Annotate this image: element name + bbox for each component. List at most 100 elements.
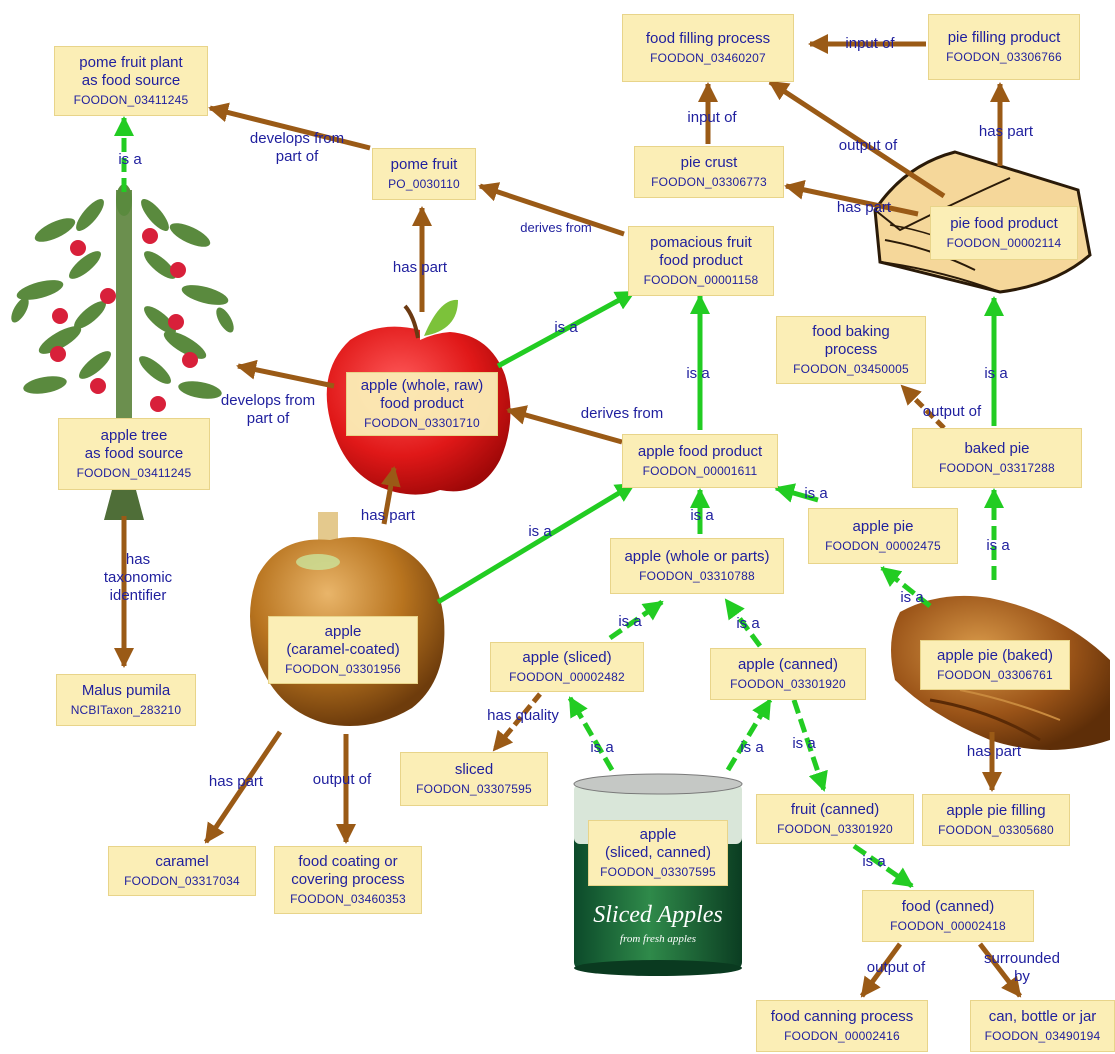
node-fruit-canned[interactable]: fruit (canned) FOODON_03301920	[756, 794, 914, 844]
node-label: pie filling product	[947, 29, 1061, 46]
node-pome-fruit[interactable]: pome fruit PO_0030110	[372, 148, 476, 200]
node-pie-filling-product[interactable]: pie filling product FOODON_03306766	[928, 14, 1080, 80]
edge-label-has-part: has part	[392, 259, 448, 276]
edge-label-is-a: is a	[686, 365, 710, 382]
edge-apple-sliced-isa-apple-parts	[608, 599, 664, 641]
edge-label-input-of: input of	[687, 109, 737, 126]
edge-label-is-a: is a	[792, 735, 816, 752]
node-apple-food-product[interactable]: apple food product FOODON_00001611	[622, 434, 778, 488]
node-id: FOODON_00002475	[825, 539, 941, 553]
edge-apple-pie-isa-apple-food	[774, 483, 819, 503]
node-apple-whole-parts[interactable]: apple (whole or parts) FOODON_03310788	[610, 538, 784, 594]
edge-label-is-a: is a	[590, 739, 614, 756]
edge-caramel-apple-isa-apple-food	[436, 481, 636, 605]
node-apple-pie[interactable]: apple pie FOODON_00002475	[808, 508, 958, 564]
node-apple-pie-baked[interactable]: apple pie (baked) FOODON_03306761	[920, 640, 1070, 690]
edges	[114, 34, 1022, 998]
edge-sliced-canned-isa-apple-sliced	[567, 696, 615, 772]
node-label: caramel	[155, 853, 209, 870]
node-can-bottle-jar[interactable]: can, bottle or jar FOODON_03490194	[970, 1000, 1115, 1052]
edge-caramel-apple-has-part-apple	[380, 466, 401, 525]
node-id: FOODON_03301920	[730, 677, 846, 691]
node-id: FOODON_00001158	[643, 273, 759, 287]
node-id: FOODON_00002482	[509, 670, 625, 684]
edge-label-has-part: has part	[836, 199, 892, 216]
edge-label-is-a: is a	[690, 507, 714, 524]
node-pomacious[interactable]: pomacious fruit food product FOODON_0000…	[628, 226, 774, 296]
node-id: FOODON_03306761	[937, 668, 1053, 682]
edge-label-output-of: output of	[838, 137, 898, 154]
node-id: FOODON_03301956	[285, 662, 401, 676]
edge-label-surrounded-by: surrounded by	[984, 950, 1060, 985]
node-food-filling-process[interactable]: food filling process FOODON_03460207	[622, 14, 794, 82]
edge-label-has-part: has part	[360, 507, 416, 524]
node-caramel[interactable]: caramel FOODON_03317034	[108, 846, 256, 896]
edge-pomacious-derives-pome-fruit	[478, 182, 625, 237]
node-sliced[interactable]: sliced FOODON_03307595	[400, 752, 548, 806]
node-id: FOODON_03306766	[946, 50, 1062, 64]
node-food-baking[interactable]: food baking process FOODON_03450005	[776, 316, 926, 384]
node-apple-sliced[interactable]: apple (sliced) FOODON_00002482	[490, 642, 644, 692]
node-label: pome fruit plant as food source	[79, 54, 183, 89]
node-id: FOODON_00002418	[890, 919, 1006, 933]
node-label: food (canned)	[901, 898, 995, 915]
node-apple-sliced-canned[interactable]: apple (sliced, canned) FOODON_03307595	[588, 820, 728, 886]
node-label: pome fruit	[390, 156, 458, 173]
node-label: apple food product	[637, 443, 763, 460]
node-label: baked pie	[964, 440, 1030, 457]
node-pome-fruit-plant[interactable]: pome fruit plant as food source FOODON_0…	[54, 46, 208, 116]
node-id: FOODON_03301920	[777, 822, 893, 836]
node-apple-canned[interactable]: apple (canned) FOODON_03301920	[710, 648, 866, 700]
node-id: FOODON_03317034	[124, 874, 240, 888]
node-food-canned[interactable]: food (canned) FOODON_00002418	[862, 890, 1034, 942]
edge-food-canned-surrounded-by	[978, 942, 1022, 998]
node-id: FOODON_03306773	[651, 175, 767, 189]
node-label: Malus pumila	[81, 682, 171, 699]
node-label: food filling process	[645, 30, 771, 47]
edge-food-canned-output-of	[859, 942, 903, 998]
edge-label-is-a: is a	[528, 523, 552, 540]
node-malus-pumila[interactable]: Malus pumila NCBITaxon_283210	[56, 674, 196, 726]
edge-label-is-a: is a	[618, 613, 642, 630]
edge-label-is-a: is a	[862, 853, 886, 870]
edge-label-input-of: input of	[845, 35, 895, 52]
edge-label-has-part: has part	[966, 743, 1022, 760]
node-label: food coating or covering process	[291, 853, 405, 888]
node-label: apple (whole, raw) food product	[360, 377, 484, 412]
edge-apple-raw-isa-pomacious	[496, 289, 636, 369]
edge-label-develops-from: develops from part of	[249, 130, 345, 165]
edge-label-develops-from: develops from part of	[220, 392, 316, 427]
node-pie-crust[interactable]: pie crust FOODON_03306773	[634, 146, 784, 198]
edge-label-is-a: is a	[554, 319, 578, 336]
node-label: fruit (canned)	[790, 801, 880, 818]
node-food-canning[interactable]: food canning process FOODON_00002416	[756, 1000, 928, 1052]
node-id: FOODON_00001611	[642, 464, 758, 478]
node-apple-pie-filling[interactable]: apple pie filling FOODON_03305680	[922, 794, 1070, 846]
edge-baked-pie-output-of	[900, 384, 946, 430]
node-apple-whole-raw[interactable]: apple (whole, raw) food product FOODON_0…	[346, 372, 498, 436]
edge-caramel-apple-has-part-caramel	[203, 730, 283, 844]
node-label: apple (sliced)	[522, 649, 612, 666]
node-food-coating[interactable]: food coating or covering process FOODON_…	[274, 846, 422, 914]
node-id: FOODON_03317288	[939, 461, 1055, 475]
node-id: FOODON_03490194	[984, 1029, 1101, 1043]
node-label: pie crust	[680, 154, 738, 171]
node-baked-pie[interactable]: baked pie FOODON_03317288	[912, 428, 1082, 488]
edge-label-output-of: output of	[866, 959, 926, 976]
node-pie-food-product[interactable]: pie food product FOODON_00002114	[930, 206, 1078, 260]
edge-apple-raw-develops-from	[236, 359, 335, 389]
node-apple-caramel[interactable]: apple (caramel-coated) FOODON_03301956	[268, 616, 418, 684]
node-apple-tree[interactable]: apple tree as food source FOODON_0341124…	[58, 418, 210, 490]
edge-apple-canned-isa-apple-parts	[723, 598, 763, 648]
edge-sliced-canned-isa-apple-canned	[725, 698, 773, 772]
edge-label-derives-from: derives from	[520, 220, 592, 235]
edge-apple-food-derives-apple-raw	[506, 405, 623, 445]
node-label: apple (sliced, canned)	[605, 826, 711, 861]
node-label: apple pie	[852, 518, 914, 535]
node-label: pomacious fruit food product	[650, 234, 752, 269]
node-label: can, bottle or jar	[988, 1008, 1097, 1025]
edge-label-taxonomic-id: has taxonomic identifier	[103, 551, 173, 604]
node-label: apple tree as food source	[84, 427, 184, 462]
node-id: FOODON_03411245	[76, 466, 192, 480]
